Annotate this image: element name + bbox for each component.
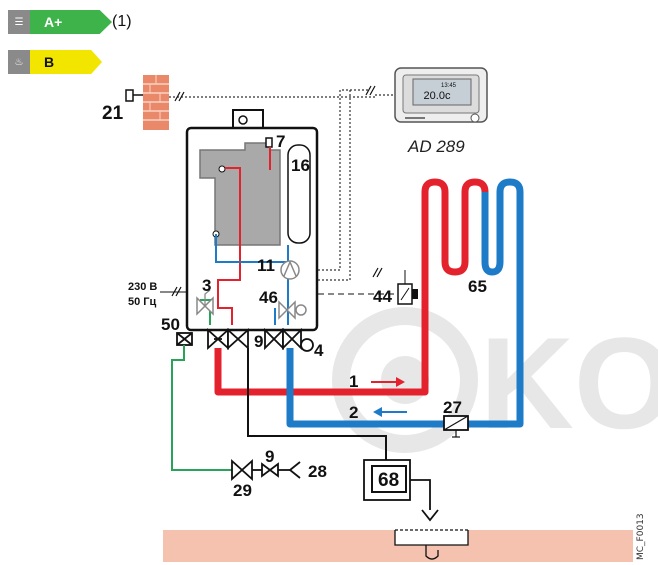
label-controller-model: AD 289: [408, 137, 465, 156]
watermark-text: KO: [480, 310, 658, 456]
label-65: 65: [468, 277, 487, 296]
control-wiring: [169, 89, 395, 281]
label-4: 4: [314, 341, 324, 360]
label-9b: 9: [265, 447, 275, 466]
radiator-icon: ☰: [8, 10, 30, 34]
pump-icon: [280, 260, 300, 280]
safety-valve-icon: [196, 289, 214, 316]
label-3: 3: [202, 276, 212, 295]
hot-water-class-badge: B: [30, 50, 102, 74]
cold-water-pipe: [171, 345, 232, 471]
floor-drain: [163, 529, 633, 562]
label-return-2: 2: [349, 403, 359, 422]
return-direction-arrow: [373, 407, 407, 417]
drawing-code: MC_F0013: [636, 513, 646, 560]
hot-water-energy-label: ♨ B: [8, 50, 102, 74]
label-frequency: 50 Гц: [128, 296, 157, 308]
label-44: 44: [373, 287, 392, 306]
label-28: 28: [308, 462, 327, 481]
inlet-valves: [231, 458, 301, 482]
drain-pipe: [247, 348, 387, 460]
service-valves: [176, 327, 314, 352]
label-9: 9: [254, 332, 264, 351]
label-7: 7: [276, 132, 286, 151]
flow-direction-arrow: [371, 377, 405, 387]
label-29: 29: [233, 481, 252, 500]
brick-wall: [143, 75, 169, 130]
boiler: [185, 109, 319, 332]
heating-class-badge: A+: [30, 10, 112, 34]
flow-pipe: [214, 178, 489, 396]
label-16: 16: [291, 156, 310, 175]
label-27: 27: [443, 398, 462, 417]
hot-water-class: B: [44, 54, 55, 70]
condensate-neutralizer: [363, 459, 439, 522]
tap-icon: ♨: [8, 50, 30, 74]
label-11: 11: [257, 256, 275, 275]
controller-display-time: 13:45: [441, 83, 457, 89]
heating-energy-label: ☰ A+: [8, 10, 112, 34]
three-way-valve-icon: [278, 300, 307, 320]
label-50: 50: [161, 315, 180, 334]
label-68: 68: [378, 470, 400, 491]
external-thermostat-icon: [318, 267, 418, 305]
return-pipe: [286, 178, 524, 428]
label-flow-1: 1: [349, 372, 359, 391]
label-21: 21: [102, 103, 124, 124]
safety-thermostat-icon: [265, 137, 273, 148]
controller-display-temp: 20.0c: [424, 90, 451, 102]
heating-class: A+: [44, 14, 63, 30]
label-46: 46: [259, 288, 278, 307]
ad289-controller: 13:45 20.0c: [394, 67, 488, 123]
label-voltage: 230 В: [128, 281, 158, 293]
sensor-27-icon: [443, 415, 469, 438]
footnote-marker: (1): [112, 13, 132, 30]
outdoor-sensor-icon: [125, 89, 134, 102]
